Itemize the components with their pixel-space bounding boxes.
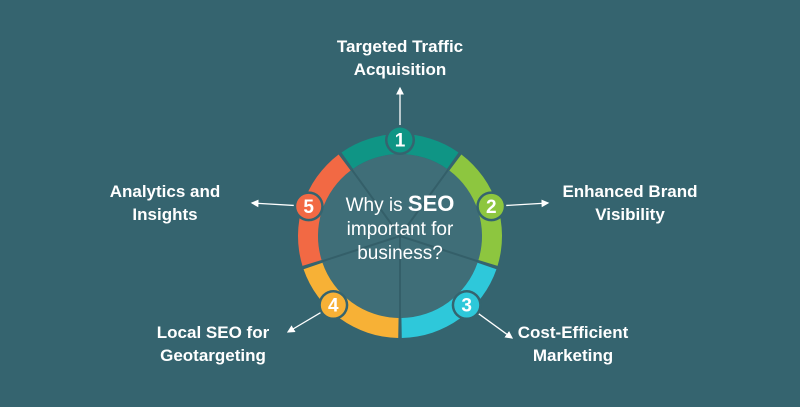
segment-2 [449,154,503,266]
badge-number: 1 [395,131,406,152]
badge-4: 4 [318,290,349,321]
title-line2: important for [346,219,454,240]
badge-number: 5 [303,197,314,218]
label-line: Geotargeting [160,346,266,365]
title-line3: business? [357,243,443,264]
badge-2: 2 [476,191,507,222]
label-line: Insights [132,205,198,224]
title-keyword: SEO [407,191,455,216]
label-line: Marketing [532,346,614,365]
label-line: Visibility [595,205,665,224]
label-line: Enhanced Brand [562,182,698,201]
badge-5: 5 [293,191,324,222]
badge-number: 4 [328,296,339,317]
label-line: Targeted Traffic [336,37,464,56]
divider-line [399,235,479,263]
label-line: Analytics and [109,182,221,201]
divider-line [350,169,401,237]
title-prefix: Why is [345,195,403,216]
label-cost-efficient: Cost-Efficient Marketing [498,321,648,367]
badge-number: 2 [486,197,497,218]
label-line: Acquisition [353,60,447,79]
label-brand-visibility: Enhanced Brand Visibility [540,180,720,226]
badge-1: 1 [385,125,415,155]
label-targeted-traffic: Targeted Traffic Acquisition [310,35,490,81]
divider-line [399,169,450,237]
label-line: Local SEO for [156,323,270,342]
divider-line [321,235,401,263]
segment-4 [303,262,399,338]
label-analytics: Analytics and Insights [85,180,245,226]
segment-3 [401,262,497,338]
label-local-seo: Local SEO for Geotargeting [138,321,288,367]
badge-number: 3 [461,296,472,317]
center-title: Why is SEO important for business? [320,192,480,266]
segment-5 [298,154,351,266]
label-line: Cost-Efficient [517,323,629,342]
badge-3: 3 [451,290,482,321]
